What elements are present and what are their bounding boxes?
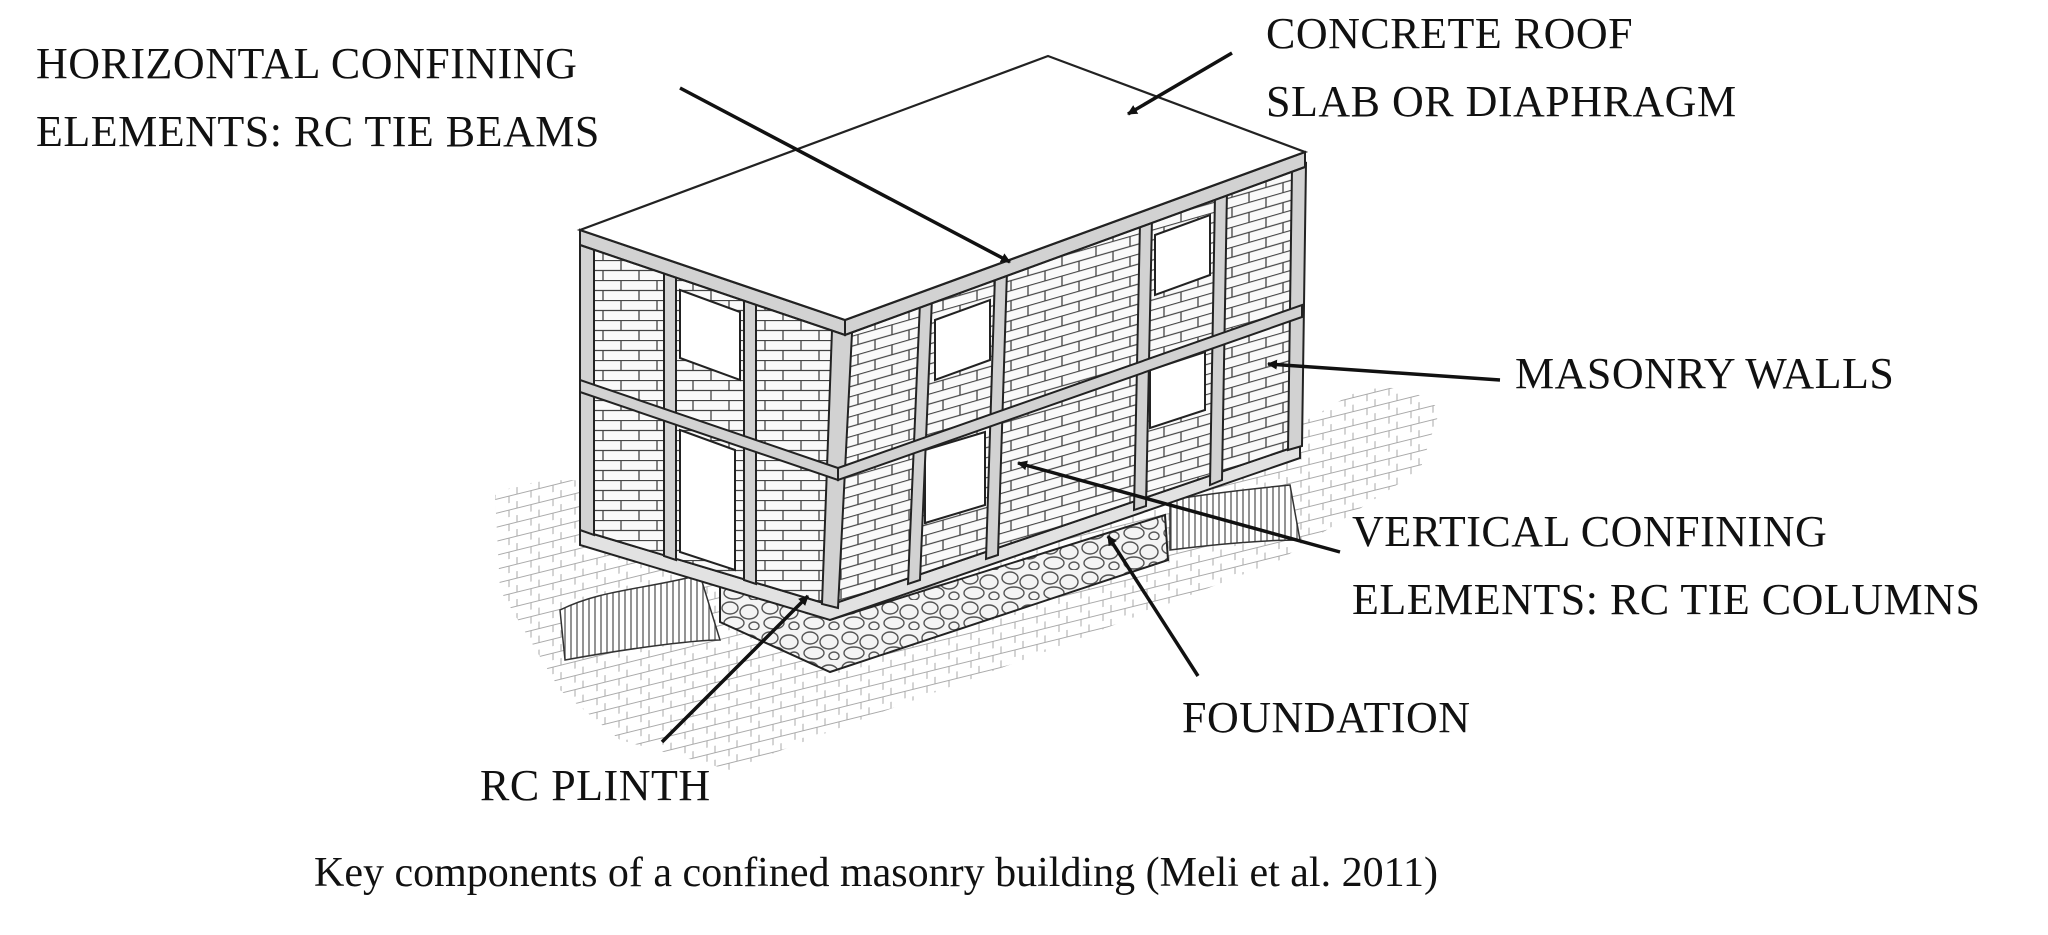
label-roof-slab: CONCRETE ROOF SLAB OR DIAPHRAGM — [1266, 0, 1737, 136]
label-masonry-walls: MASONRY WALLS — [1515, 340, 1894, 408]
label-rc-plinth: RC PLINTH — [480, 752, 711, 820]
label-vertical-elements: VERTICAL CONFINING ELEMENTS: RC TIE COLU… — [1352, 498, 1980, 634]
figure-caption: Key components of a confined masonry bui… — [0, 848, 1752, 898]
label-horizontal-elements: HORIZONTAL CONFINING ELEMENTS: RC TIE BE… — [36, 30, 600, 166]
label-foundation: FOUNDATION — [1182, 684, 1471, 752]
